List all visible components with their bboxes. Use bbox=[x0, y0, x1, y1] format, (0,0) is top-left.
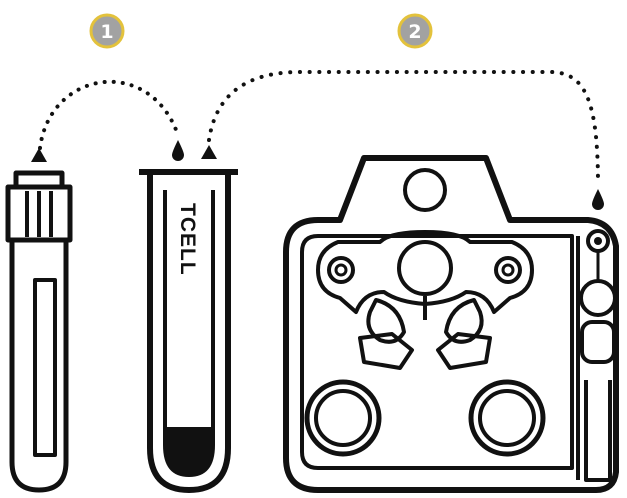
triangle-up-icon bbox=[201, 145, 217, 159]
step-2-badge: 2 bbox=[397, 13, 433, 49]
triangle-up-icon bbox=[31, 148, 47, 162]
drop-icon bbox=[172, 140, 184, 161]
step-1-badge: 1 bbox=[89, 13, 125, 49]
drop-icon bbox=[592, 189, 604, 210]
step-1-number: 1 bbox=[100, 21, 113, 43]
blood-collection-tube-icon bbox=[5, 170, 73, 493]
test-tube-icon: TCELL bbox=[139, 169, 238, 493]
step-2-number: 2 bbox=[408, 21, 421, 43]
transfer-path-step-2 bbox=[207, 70, 600, 187]
transfer-path-step-1 bbox=[38, 79, 180, 150]
sample-fill bbox=[165, 427, 213, 475]
test-cartridge-icon bbox=[283, 155, 619, 493]
tube-label: TCELL bbox=[176, 203, 199, 276]
